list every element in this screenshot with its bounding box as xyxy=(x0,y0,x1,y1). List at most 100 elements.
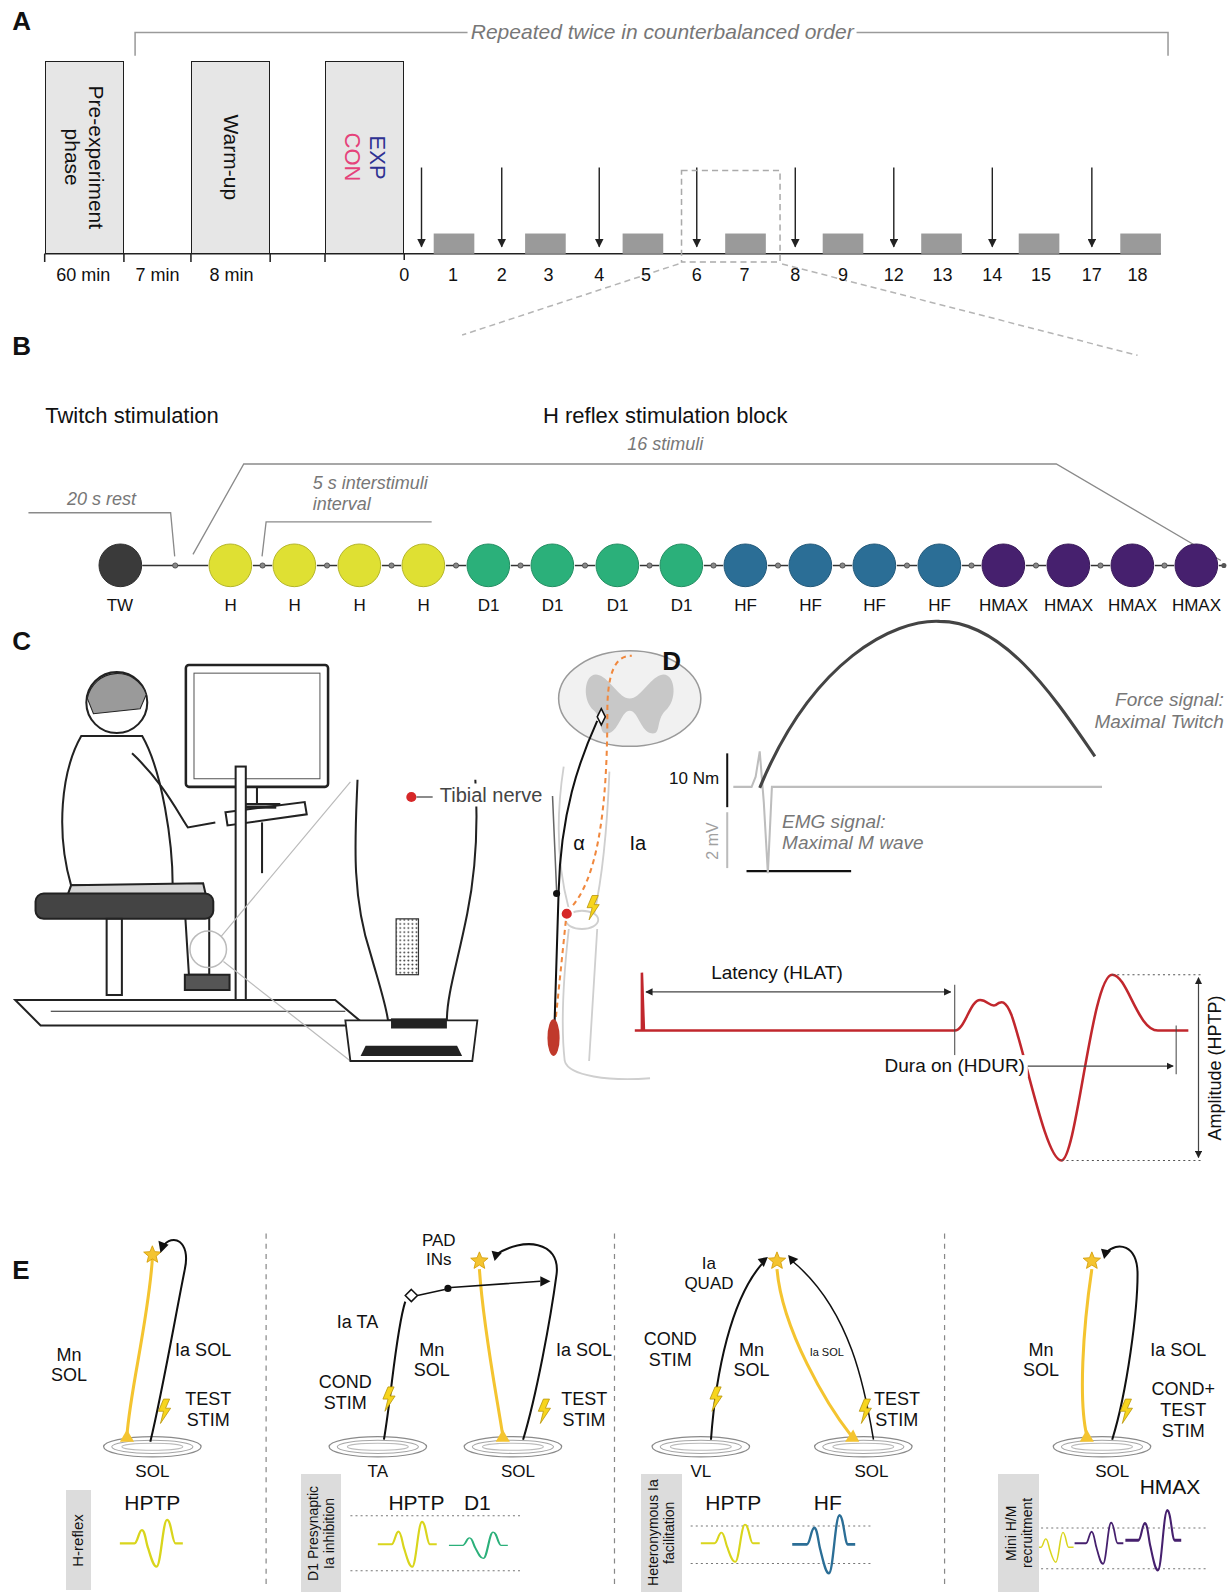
condition-tag: Mini H/M recruitment xyxy=(998,1474,1039,1592)
stimulus-dot xyxy=(466,543,511,588)
setup-illustration-part xyxy=(186,665,328,787)
circuit-schemes-part xyxy=(127,1259,152,1436)
protocol-timeline-part xyxy=(45,254,405,262)
circuit-schemes-part xyxy=(1120,1399,1132,1423)
leg-illustration-part xyxy=(406,792,416,802)
annotation: 10 Nm xyxy=(669,769,719,789)
stimulus-dot xyxy=(595,543,640,588)
circle-shape xyxy=(467,544,510,587)
interval-dot xyxy=(775,563,780,568)
annotation: Ia QUAD xyxy=(684,1255,733,1294)
phase-box: Pre-experiment phase xyxy=(45,61,124,254)
timeline-segment xyxy=(511,563,530,568)
axis-label: 13 xyxy=(933,265,953,286)
text-column: H-reflex xyxy=(70,1494,87,1586)
axis-label: 60 min xyxy=(56,265,110,286)
signal-traces-part xyxy=(635,973,1189,1161)
stimulus-circle: HF xyxy=(917,543,962,615)
interval-dot xyxy=(173,563,178,568)
reflex-pathway-part xyxy=(555,721,598,1024)
circle-shape xyxy=(531,544,574,587)
node-text: HMAX xyxy=(979,596,1028,616)
setup-illustration-part xyxy=(51,1011,346,1012)
node-text: Heteronymous Ia facilitation xyxy=(645,1478,677,1588)
node-text: H-reflex xyxy=(70,1494,87,1586)
setup-illustration-part xyxy=(15,1000,365,1025)
annotation: Mn SOL xyxy=(1023,1340,1059,1381)
node-text: HMAX xyxy=(1172,596,1221,616)
circuit-schemes-part xyxy=(540,1276,550,1286)
circuit-schemes-part xyxy=(405,1289,417,1301)
interval-dot xyxy=(260,563,265,568)
circle-shape xyxy=(918,544,961,587)
annotation: Ia xyxy=(630,831,647,854)
annotation: D1 xyxy=(464,1491,491,1515)
circuit-schemes-part xyxy=(417,1281,540,1295)
signal-traces-part xyxy=(760,621,1095,788)
protocol-timeline-part-part xyxy=(696,168,697,247)
node-text: HF xyxy=(734,596,757,616)
signal-traces-part xyxy=(726,812,728,868)
annotation: Ia SOL xyxy=(175,1340,231,1361)
timeline-segment xyxy=(833,563,852,568)
protocol-timeline xyxy=(45,32,1168,355)
panel-letter: D xyxy=(662,647,681,677)
circuit-schemes-part xyxy=(792,1515,855,1573)
circle-shape xyxy=(853,544,896,587)
circuit-schemes-part xyxy=(845,1430,859,1442)
axis-label: 15 xyxy=(1031,265,1051,286)
node-text: D1 xyxy=(671,596,693,616)
stimulus-circle: H xyxy=(401,543,446,615)
timeline-segment xyxy=(1155,563,1174,568)
stimulus-circle: HF xyxy=(723,543,768,615)
annotation: Amplitude (HPTP) xyxy=(1204,996,1225,1141)
condition-box: EXPCON xyxy=(325,61,404,254)
axis-label: 4 xyxy=(594,265,604,286)
annotation: Mn SOL xyxy=(51,1345,87,1386)
circuit-schemes-part xyxy=(768,1252,785,1269)
annotation: SOL xyxy=(501,1462,535,1482)
circuit-schemes-part xyxy=(1053,1437,1151,1457)
interval-dot xyxy=(711,563,716,568)
circle-shape xyxy=(596,544,639,587)
protocol-timeline-part-part xyxy=(525,234,566,254)
condition-tag: Heteronymous Ia facilitation xyxy=(641,1474,682,1592)
leg-illustration-part xyxy=(361,1046,463,1056)
interval-dot xyxy=(389,563,394,568)
annotation: Mn SOL xyxy=(414,1340,450,1381)
annotation: HMAX xyxy=(1140,1475,1201,1499)
interval-dot xyxy=(582,563,587,568)
circuit-schemes-part xyxy=(449,1532,508,1558)
axis-label: 0 xyxy=(399,265,409,286)
node-text: HMAX xyxy=(1108,596,1157,616)
annotation: TEST STIM xyxy=(561,1390,607,1431)
axis-label: 2 xyxy=(497,265,507,286)
protocol-timeline-part-part xyxy=(893,168,894,247)
setup-illustration-part xyxy=(132,753,215,827)
protocol-timeline-part-part xyxy=(623,234,664,254)
stimulus-dot xyxy=(852,543,897,588)
circuit-schemes-part xyxy=(383,1387,395,1411)
annotation: SOL xyxy=(1095,1462,1129,1482)
signal-traces-part xyxy=(646,991,951,992)
annotation: TA xyxy=(368,1462,388,1482)
node-text: EXP xyxy=(365,65,390,250)
setup-illustration-part xyxy=(190,931,227,968)
circuit-schemes-part xyxy=(1026,1528,1209,1569)
circuit-schemes-part xyxy=(158,1399,170,1423)
circuit-schemes-part xyxy=(144,1246,161,1263)
circle-shape xyxy=(338,544,381,587)
panel-letter: C xyxy=(12,627,31,657)
annotation: Ia SOL xyxy=(1150,1340,1206,1361)
node-text: CON xyxy=(339,65,364,250)
axis-label: 5 xyxy=(641,265,651,286)
signal-traces-part xyxy=(733,751,1102,873)
annotation: SOL xyxy=(854,1462,888,1482)
protocol-timeline-part xyxy=(682,171,781,262)
stimulus-circle: H xyxy=(272,543,317,615)
stimulation-block-part xyxy=(1221,563,1226,568)
axis-label: 12 xyxy=(884,265,904,286)
axis-label: 9 xyxy=(838,265,848,286)
node-text: Mini H/M recruitment xyxy=(1003,1478,1035,1588)
axis-label: 6 xyxy=(692,265,702,286)
